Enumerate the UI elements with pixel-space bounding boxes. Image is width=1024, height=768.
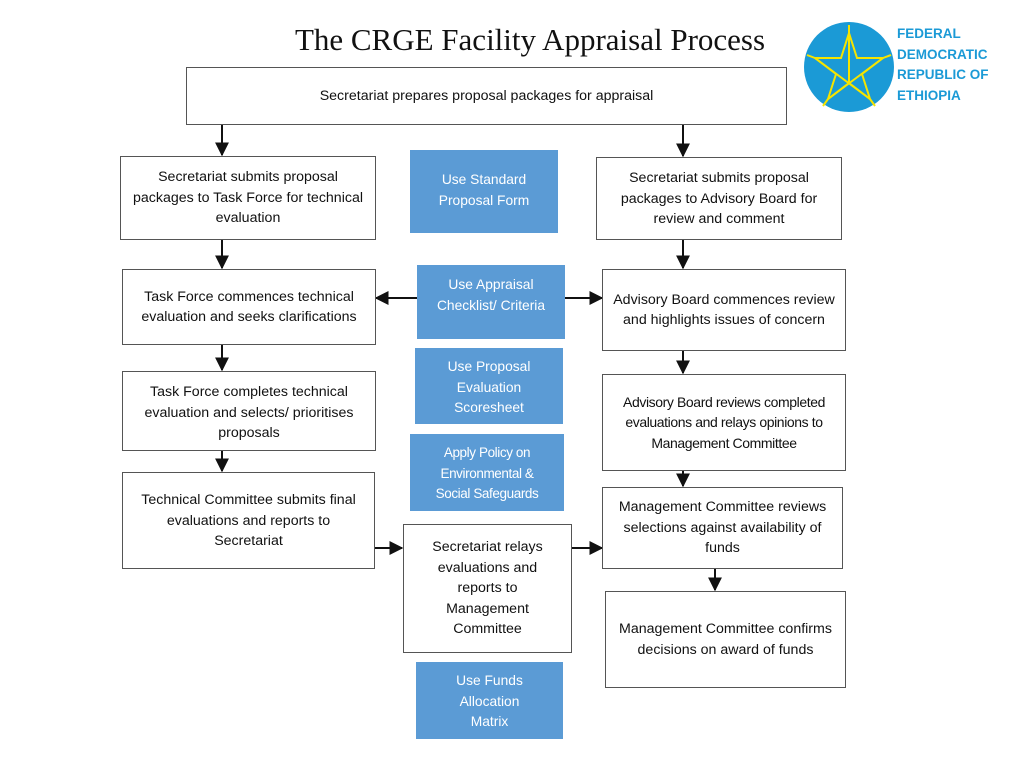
tool-safeguards-policy: Apply Policy on Environmental & Social S… xyxy=(410,434,564,511)
step-management-committee-reviews: Management Committee reviews selections … xyxy=(602,487,843,569)
page-title: The CRGE Facility Appraisal Process xyxy=(294,22,766,57)
step-submit-to-advisory-board: Secretariat submits proposal packages to… xyxy=(596,157,842,240)
step-task-force-commences: Task Force commences technical evaluatio… xyxy=(122,269,376,345)
step-prepare-packages: Secretariat prepares proposal packages f… xyxy=(186,67,787,125)
step-management-committee-confirms: Management Committee confirms decisions … xyxy=(605,591,846,688)
step-technical-committee-submits: Technical Committee submits final evalua… xyxy=(122,472,375,569)
step-task-force-completes: Task Force completes technical evaluatio… xyxy=(122,371,376,451)
tool-funds-allocation-matrix: Use Funds Allocation Matrix xyxy=(416,662,563,739)
tool-appraisal-checklist: Use Appraisal Checklist/ Criteria xyxy=(417,265,565,339)
country-line-3: REPUBLIC OF xyxy=(897,67,989,82)
tool-standard-proposal-form: Use Standard Proposal Form xyxy=(410,150,558,233)
tool-evaluation-scoresheet: Use Proposal Evaluation Scoresheet xyxy=(415,348,563,424)
step-submit-to-task-force: Secretariat submits proposal packages to… xyxy=(120,156,376,240)
step-advisory-board-commences: Advisory Board commences review and high… xyxy=(602,269,846,351)
country-line-1: FEDERAL xyxy=(897,26,961,41)
country-name: FEDERAL DEMOCRATIC REPUBLIC OF ETHIOPIA xyxy=(897,24,1017,106)
country-line-2: DEMOCRATIC xyxy=(897,46,988,62)
step-advisory-board-reviews: Advisory Board reviews completed evaluat… xyxy=(602,374,846,471)
ethiopia-emblem-star-icon xyxy=(804,22,894,112)
country-line-4: ETHIOPIA xyxy=(897,87,961,103)
step-secretariat-relays: Secretariat relays evaluations and repor… xyxy=(403,524,572,653)
